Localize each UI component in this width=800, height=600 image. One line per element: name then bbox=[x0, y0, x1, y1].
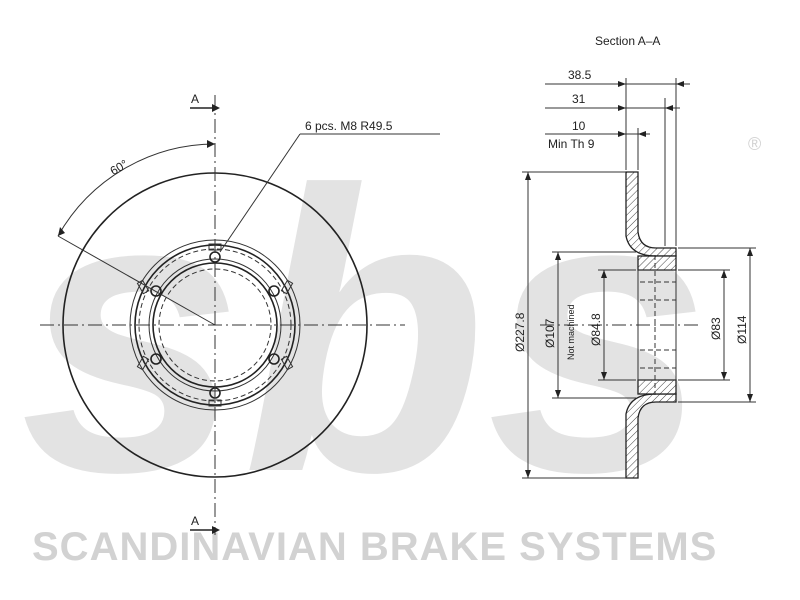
holes-leader bbox=[219, 133, 301, 253]
bore-dashed bbox=[158, 268, 272, 382]
dim-min-thickness: Min Th 9 bbox=[548, 137, 595, 151]
section-view: Section A–A 38.5 31 10 Min Th 9 bbox=[513, 34, 756, 479]
bolt-hole bbox=[268, 353, 280, 365]
bolt-hole bbox=[150, 285, 162, 297]
hub-section-bottom bbox=[637, 379, 677, 395]
disc-section-top bbox=[625, 171, 677, 257]
dim-outer-diameter: Ø227.8 bbox=[513, 312, 527, 352]
sbs-logo-watermark: sbs bbox=[20, 108, 709, 555]
angle-arc bbox=[57, 143, 216, 237]
bolt-holes bbox=[150, 251, 280, 399]
section-label-bottom: A bbox=[191, 514, 199, 528]
dim-thickness: 10 bbox=[572, 119, 586, 133]
dim-hat-depth: 31 bbox=[572, 92, 586, 106]
registered-mark: ® bbox=[748, 134, 761, 154]
brand-watermark: SCANDINAVIAN BRAKE SYSTEMS bbox=[32, 525, 717, 569]
disc-section-bottom bbox=[625, 393, 677, 479]
dim-inner-diameter: Ø107 bbox=[543, 318, 557, 348]
front-view: A A 60° 6 pcs. M8 R49.5 bbox=[40, 92, 440, 535]
dim-total-width: 38.5 bbox=[568, 68, 592, 82]
holes-note: 6 pcs. M8 R49.5 bbox=[305, 119, 393, 133]
angle-leg bbox=[57, 235, 216, 326]
section-label-top: A bbox=[191, 92, 199, 106]
dim-hat-diameter: Ø114 bbox=[735, 315, 749, 344]
section-title: Section A–A bbox=[595, 34, 660, 48]
note-not-machined: Not machined bbox=[566, 304, 576, 360]
bolt-hole bbox=[150, 353, 162, 365]
dim-bore-diameter: Ø84.8 bbox=[589, 313, 603, 346]
dim-hub-diameter: Ø83 bbox=[709, 317, 723, 340]
hub-section-top bbox=[637, 255, 677, 271]
bolt-hole bbox=[268, 285, 280, 297]
